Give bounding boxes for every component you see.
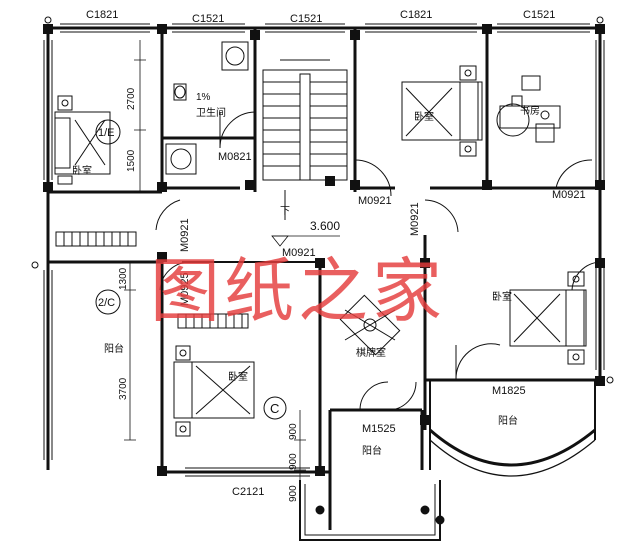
balcony-curve — [299, 380, 596, 541]
dim-bottom-1: 900 — [288, 423, 299, 440]
room-bedroom-tr: 卧室 — [414, 110, 434, 123]
room-mahjong: 棋牌室 — [356, 346, 386, 359]
room-bedroom-bl: 卧室 — [228, 370, 248, 383]
window-label-4: C1821 — [400, 9, 432, 21]
bench-rows — [55, 231, 249, 329]
room-balcony-right: 阳台 — [498, 414, 518, 427]
dim-bottom-2: 900 — [288, 453, 299, 470]
bed-bottom-left-icon — [173, 345, 255, 437]
room-balcony-bottom: 阳台 — [362, 444, 382, 457]
door-label-balcony-2: M1825 — [492, 385, 526, 397]
door-label-balcony-1: M1525 — [362, 423, 396, 435]
grid-marks: 1/E 2/C C — [98, 127, 279, 416]
columns — [43, 24, 605, 476]
door-label-d1: M0921 — [358, 195, 392, 207]
dim-left-4: 3700 — [118, 377, 129, 400]
furniture — [54, 41, 587, 437]
walls — [46, 26, 602, 530]
window-label-5: C1521 — [523, 9, 555, 21]
axis-dots — [31, 16, 614, 525]
elevation-group: 3.600 — [310, 219, 340, 233]
grid-mark-1: 1/E — [98, 127, 115, 139]
window-lines — [43, 23, 605, 477]
grid-mark-3: C — [270, 401, 279, 416]
window-label-bottom: C2121 — [232, 486, 264, 498]
bed-right-icon — [509, 271, 587, 365]
dim-left-3: 1300 — [118, 267, 129, 290]
window-labels: C1821 C1521 C1521 C1821 C1521 C2121 — [86, 9, 555, 498]
room-bedroom-r: 卧室 — [492, 290, 512, 303]
stair-direction: 下 — [280, 206, 290, 217]
room-balcony-left: 阳台 — [104, 342, 124, 355]
dim-left-2: 1500 — [126, 149, 137, 172]
window-label-1: C1821 — [86, 9, 118, 21]
grid-mark-circles — [95, 119, 287, 420]
door-labels: M0821 M0921 M0921 M0921 M0921 M0921 M092… — [179, 151, 586, 435]
door-label-d2: M0921 — [552, 189, 586, 201]
window-label-2: C1521 — [192, 13, 224, 25]
door-label-d5: M0921 — [409, 202, 421, 236]
room-bedroom-tl: 卧室 — [72, 164, 92, 177]
dimension-labels: 2700 1500 1300 3700 900 900 900 — [118, 87, 299, 502]
elevation-label: 3.600 — [310, 219, 340, 233]
watermark: 图纸之家 — [150, 250, 446, 332]
grid-mark-2: 2/C — [98, 297, 115, 309]
door-label-d3: M0921 — [282, 247, 316, 259]
room-labels: 卧室 卧室 卧室 卧室 卫生间 书房 棋牌室 阳台 阳台 阳台 1% 下 — [72, 92, 540, 457]
mahjong-table-icon — [339, 294, 401, 356]
room-study: 书房 — [520, 104, 540, 117]
staircase — [262, 59, 348, 220]
door-label-d6: M0925 — [179, 272, 191, 306]
bath-slope: 1% — [196, 92, 211, 103]
dim-bottom-3: 900 — [288, 485, 299, 502]
bed-top-left-icon — [54, 95, 111, 185]
door-label-bath: M0821 — [218, 151, 252, 163]
window-label-3: C1521 — [290, 13, 322, 25]
door-swings — [155, 111, 601, 411]
door-label-d4: M0921 — [179, 218, 191, 252]
dim-left-1: 2700 — [126, 87, 137, 110]
bed-top-right-icon — [401, 65, 483, 157]
dimension-lines — [124, 40, 340, 490]
bathroom-fixtures-icon — [165, 41, 249, 175]
study-desk-icon — [496, 75, 561, 143]
room-bathroom: 卫生间 — [196, 106, 226, 119]
